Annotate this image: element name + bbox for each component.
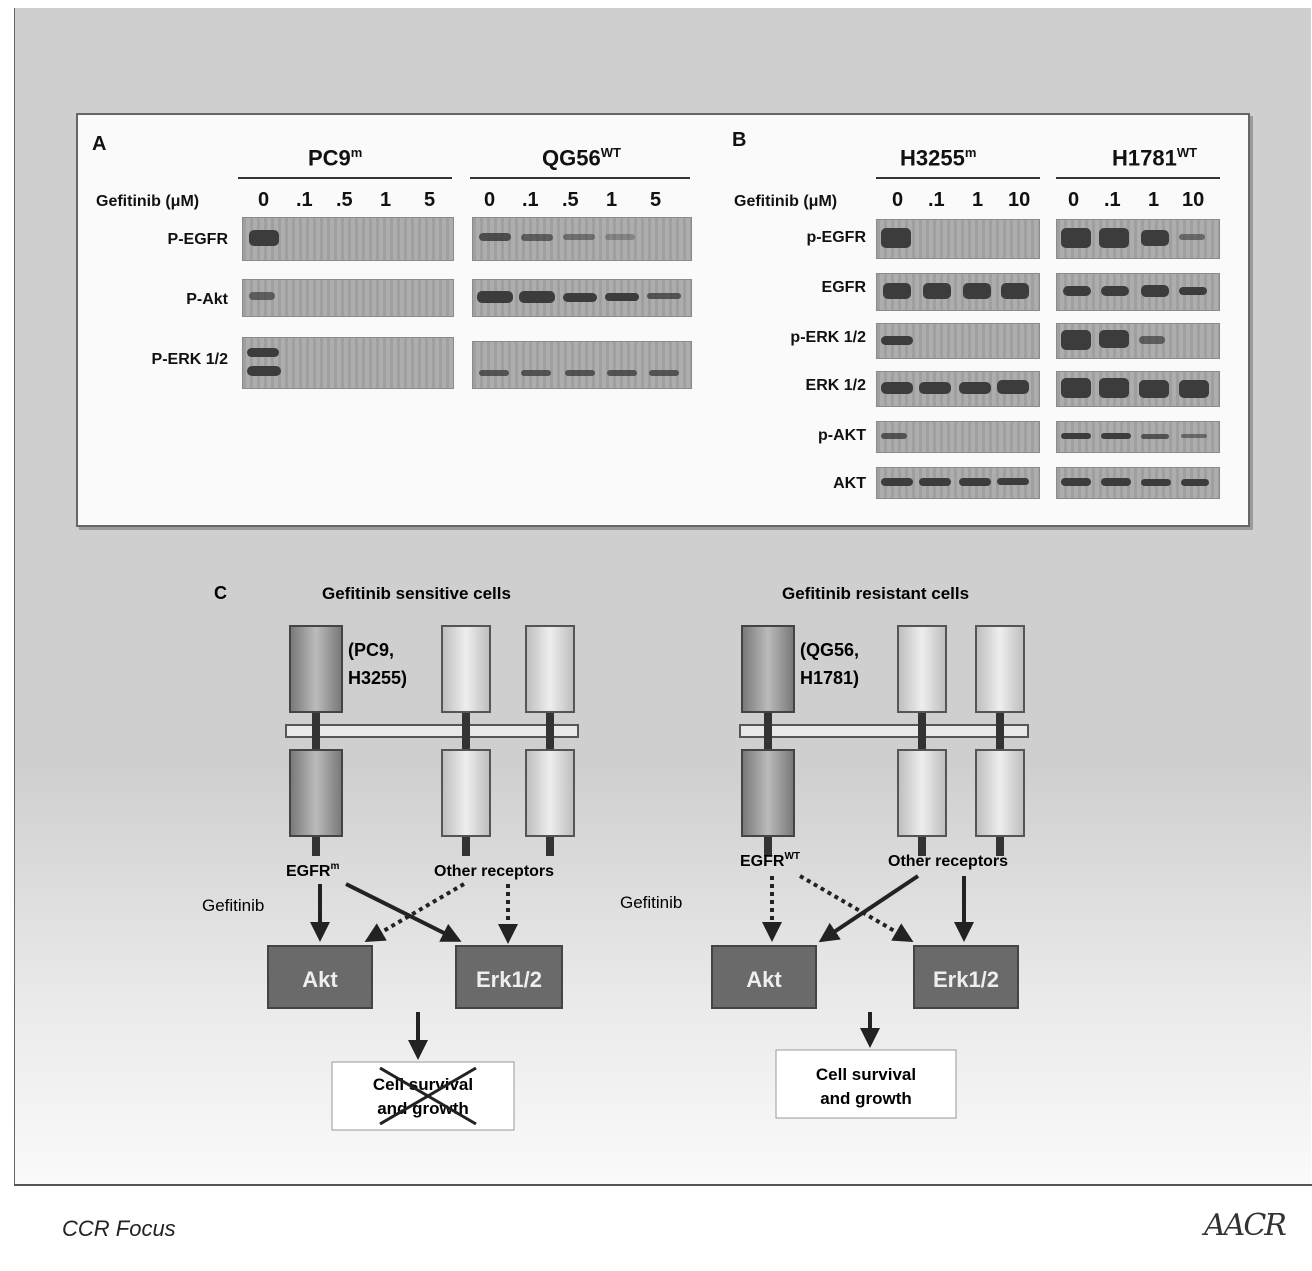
other-receptors-label-right: Other receptors (888, 853, 1008, 870)
other-receptor-left-2 (526, 626, 574, 712)
sensitive-title: Gefitinib sensitive cells (322, 584, 511, 603)
other-receptor-right-2-intracellular (976, 750, 1024, 836)
panel-c-letter: C (214, 583, 227, 603)
outcome-right-line1: Cell survival (816, 1065, 916, 1084)
sensitive-cells-line1: (PC9, (348, 640, 394, 660)
membrane-right (740, 725, 1028, 737)
other-receptor-right-2 (976, 626, 1024, 712)
resistant-title: Gefitinib resistant cells (782, 584, 969, 603)
outcome-box-left (332, 1062, 514, 1130)
gefitinib-label-right: Gefitinib (620, 893, 682, 912)
arrow-other-akt-left (368, 884, 464, 940)
outcome-left-line2: and growth (377, 1099, 469, 1118)
egfr-wt-label: EGFRWT (740, 851, 800, 870)
outcome-right-line2: and growth (820, 1089, 912, 1108)
resistant-cells-line2: H1781) (800, 668, 859, 688)
other-receptor-left-1-intracellular (442, 750, 490, 836)
sensitive-cells-line2: H3255) (348, 668, 407, 688)
aacr-logo-icon: AACR (1204, 1208, 1285, 1243)
other-receptor-left-1 (442, 626, 490, 712)
egfr-receptor-right-intracellular (742, 750, 794, 836)
erk-label-right: Erk1/2 (933, 967, 999, 992)
erk-label-left: Erk1/2 (476, 967, 542, 992)
akt-label-left: Akt (302, 967, 338, 992)
resistant-cells-line1: (QG56, (800, 640, 859, 660)
arrow-egfr-erk-left (346, 884, 458, 940)
egfr-receptor-left-intracellular (290, 750, 342, 836)
arrow-other-akt-right (822, 876, 918, 940)
egfr-receptor-left (290, 626, 342, 712)
akt-label-right: Akt (746, 967, 782, 992)
gefitinib-label-left: Gefitinib (202, 896, 264, 915)
other-receptor-left-2-intracellular (526, 750, 574, 836)
egfr-receptor-right (742, 626, 794, 712)
other-receptors-label-left: Other receptors (434, 863, 554, 880)
journal-name: CCR Focus (62, 1216, 176, 1242)
membrane-left (286, 725, 578, 737)
other-receptor-right-1 (898, 626, 946, 712)
egfr-mutant-label: EGFRm (286, 861, 339, 880)
footer-rule (14, 1184, 1312, 1186)
arrow-egfr-erk-right (800, 876, 910, 940)
other-receptor-right-1-intracellular (898, 750, 946, 836)
